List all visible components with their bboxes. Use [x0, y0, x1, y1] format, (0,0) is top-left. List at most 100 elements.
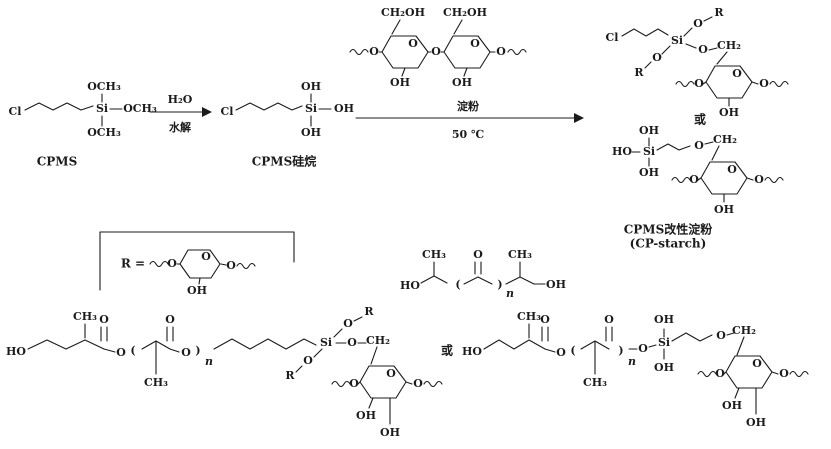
- oh-label: OH: [390, 76, 410, 89]
- oh-label: OH: [356, 409, 376, 422]
- o-ring-label: O: [386, 367, 396, 380]
- si-label: Si: [96, 102, 108, 115]
- och3-label: OCH₃: [123, 102, 157, 115]
- ho-label: HO: [6, 345, 26, 358]
- caption-cpms: CPMS: [37, 155, 78, 169]
- n-sub-label: n: [506, 287, 514, 300]
- ch3-label: CH₃: [73, 310, 97, 323]
- si-label: Si: [658, 336, 670, 349]
- oh-label: OH: [654, 361, 674, 374]
- cl-label: Cl: [221, 105, 234, 118]
- o-label: O: [698, 43, 708, 56]
- o-glyco-label: O: [715, 367, 725, 380]
- bonds-pla-fragment: [420, 261, 546, 285]
- or-label-bottom: 或: [441, 343, 453, 358]
- o-label: O: [652, 51, 662, 64]
- arrowhead-hydrolysis: [202, 107, 212, 117]
- si-label: Si: [305, 102, 317, 115]
- o-label: O: [99, 313, 109, 326]
- arrowhead-grafting: [574, 113, 584, 123]
- oh-label: OH: [714, 203, 734, 216]
- paren-open-label: (: [455, 278, 460, 291]
- caption-product-line1: CPMS改性淀粉: [624, 222, 713, 237]
- polymer-wavy-bonds: [149, 48, 809, 388]
- caption-product-line2: (CP-starch): [630, 237, 707, 251]
- cl-label: Cl: [606, 31, 619, 44]
- o-ring-label: O: [732, 67, 742, 80]
- o-label: O: [556, 346, 566, 359]
- ho-label: HO: [462, 345, 482, 358]
- o-glyco-label: O: [779, 367, 789, 380]
- si-label: Si: [671, 34, 683, 47]
- o-glyco-label: O: [431, 45, 441, 58]
- oh-label: OH: [722, 399, 742, 412]
- bonds-graft-left: [27, 316, 413, 425]
- r-definition-bracket: [99, 231, 295, 291]
- bonds-cpms: [24, 93, 123, 127]
- arrow2-reagent-label: 淀粉: [457, 99, 479, 113]
- ch2-label: CH₂: [717, 39, 741, 52]
- r-group-label: R: [364, 305, 374, 318]
- bonds-cpms-silane: [235, 93, 332, 127]
- ch2oh-label: CH₂OH: [443, 6, 487, 19]
- ch2-label: CH₂: [732, 324, 756, 337]
- o-label: O: [604, 313, 614, 326]
- ho-label: HO: [612, 145, 632, 158]
- r-group-label: R: [714, 6, 724, 19]
- or-label-top: 或: [694, 112, 706, 127]
- o-glyco-label: O: [759, 77, 769, 90]
- r-equals-label: R =: [121, 257, 145, 271]
- n-sub-label: n: [205, 355, 213, 368]
- oh-label: OH: [639, 166, 659, 179]
- o-label: O: [694, 139, 704, 152]
- si-label: Si: [643, 145, 655, 158]
- ho-label: HO: [400, 279, 420, 292]
- ch3-label: CH₃: [144, 376, 168, 389]
- o-glyco-label: O: [413, 377, 423, 390]
- arrow1-reagent-label: H₂O: [168, 93, 193, 106]
- o-glyco-label: O: [349, 377, 359, 390]
- o-ring-label: O: [727, 163, 737, 176]
- oh-label: OH: [187, 284, 207, 297]
- o-label: O: [347, 336, 357, 349]
- oh-label: OH: [746, 416, 766, 429]
- n-sub-label: n: [628, 355, 636, 368]
- o-label: O: [303, 354, 313, 367]
- arrow1-condition-label: 水解: [169, 120, 191, 134]
- oh-label: OH: [639, 124, 659, 137]
- oh-label: OH: [334, 102, 354, 115]
- oh-label: OH: [654, 313, 674, 326]
- paren-close-label: ): [618, 344, 623, 357]
- o-glyco-label: O: [694, 77, 704, 90]
- ch2-label: CH₂: [366, 334, 390, 347]
- ch3-label: CH₃: [508, 248, 532, 261]
- oh-label: OH: [719, 106, 739, 119]
- o-ring-label: O: [201, 250, 211, 263]
- oh-label: OH: [301, 126, 321, 139]
- bonds-starch: [378, 19, 496, 77]
- paren-open-label: (: [130, 344, 135, 357]
- o-ring-label: O: [752, 357, 762, 370]
- o-glyco-label: O: [167, 257, 177, 270]
- o-glyco-label: O: [689, 173, 699, 186]
- oh-label: OH: [380, 426, 400, 439]
- o-label: O: [693, 17, 703, 30]
- r-group-label: R: [285, 369, 295, 382]
- paren-open-label: (: [570, 344, 575, 357]
- oh-label: OH: [452, 76, 472, 89]
- o-glyco-label: O: [226, 259, 236, 272]
- paren-close-label: ): [195, 344, 200, 357]
- o-label: O: [116, 346, 126, 359]
- o-ring-label: O: [408, 37, 418, 50]
- si-label: Si: [320, 336, 332, 349]
- och3-label: OCH₃: [87, 80, 121, 93]
- o-label: O: [165, 313, 175, 326]
- o-glyco-label: O: [496, 45, 506, 58]
- oh-label: OH: [546, 278, 566, 291]
- o-glyco-label: O: [754, 173, 764, 186]
- cl-label: Cl: [9, 105, 22, 118]
- sugar-rings: [179, 35, 773, 399]
